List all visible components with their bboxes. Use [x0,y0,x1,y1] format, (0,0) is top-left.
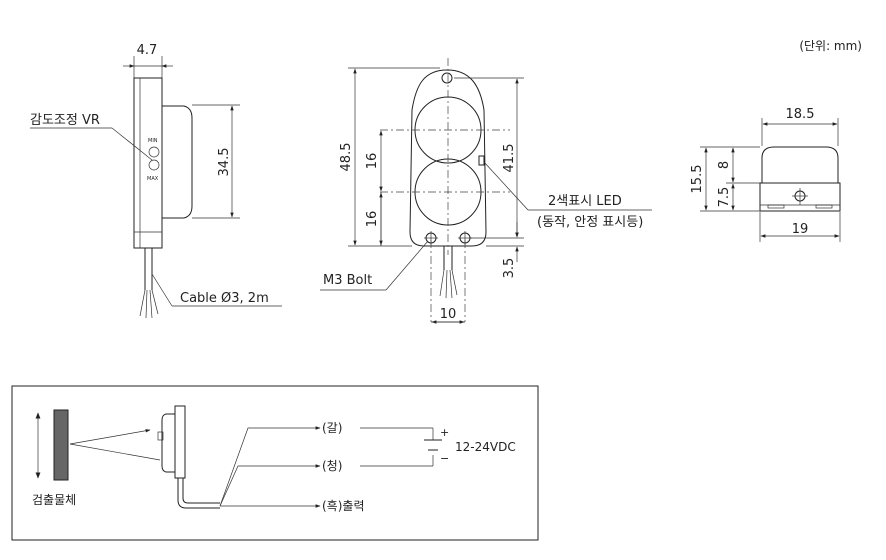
wire-black: (흑)출력 [322,499,364,513]
dim-thickness: 4.7 [137,43,158,58]
supply-minus: − [440,452,449,465]
dim-end-lower: 7.5 [717,187,732,208]
vr-mark-min: MIN [148,138,158,144]
wiring-diagram: 검출물체 (갈) (청) (흑)출력 + − 12-24VDC [11,385,539,541]
bolt-label: M3 Bolt [323,273,372,288]
supply-voltage: 12-24VDC [455,440,516,454]
wire-brown: (갈) [322,421,342,435]
dim-lens-upper: 16 [365,153,380,170]
dim-lens-lower: 16 [365,211,380,228]
dim-hole-pitch: 41.5 [502,144,517,173]
cable-label: Cable Ø3, 2m [180,291,269,306]
object-label: 검출물체 [32,493,76,507]
dim-hole-spacing: 10 [440,307,457,322]
side-view: 4.7 MIN MAX 감도조정 VR 34.5 Cable Ø3, 2m [30,43,282,319]
dim-top-width: 18.5 [786,107,815,122]
dim-bottom-width: 19 [792,222,809,237]
end-view: 18.5 19 15.5 8 7.5 [690,107,841,242]
led-sublabel: (동작, 안정 표시등) [537,215,643,230]
dim-end-height: 15.5 [690,165,705,194]
wire-blue: (청) [322,459,342,473]
vr-label: 감도조정 VR [30,113,100,128]
supply-plus: + [440,426,449,439]
dim-bottom: 3.5 [502,258,517,279]
vr-mark-max: MAX [147,176,159,182]
detected-object [53,409,69,481]
dim-front-height: 48.5 [339,143,354,172]
dim-side-height: 34.5 [217,148,232,177]
front-view: 48.5 16 16 41.5 3.5 10 2색표시 LED (동작, 안정 … [320,58,652,324]
unit-note: (단위: mm) [799,39,862,53]
dim-end-upper: 8 [717,161,732,169]
led-label: 2색표시 LED [548,194,622,209]
